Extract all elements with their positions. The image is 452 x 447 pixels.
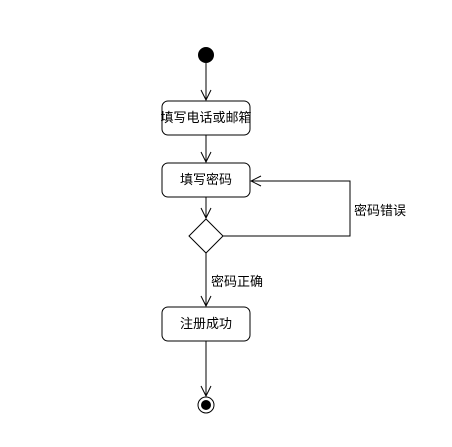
action-register-success: 注册成功	[161, 306, 251, 342]
initial-node	[198, 47, 214, 63]
decision-node	[188, 218, 224, 254]
action-enter-password: 填写密码	[161, 162, 251, 198]
action-register-success-label: 注册成功	[180, 317, 232, 332]
action-enter-password-label: 填写密码	[180, 172, 232, 188]
edge-wrong-password-loop	[223, 181, 351, 237]
edge-label-correct-password: 密码正确	[211, 274, 263, 290]
edge-label-wrong-password: 密码错误	[354, 203, 406, 219]
final-node	[197, 396, 215, 414]
action-enter-contact: 填写电话或邮箱	[160, 100, 252, 136]
action-enter-contact-label: 填写电话或邮箱	[160, 110, 251, 126]
